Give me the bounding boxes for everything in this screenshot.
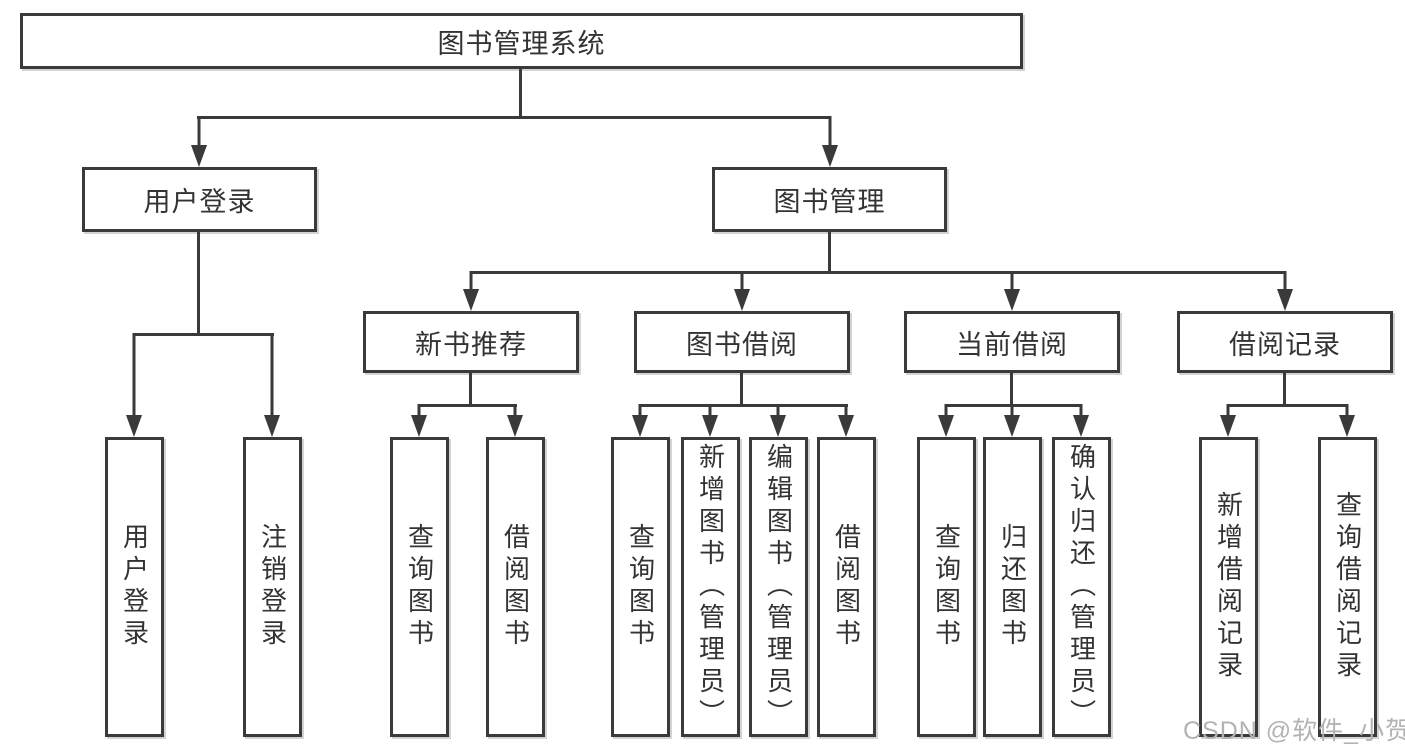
leaf-label: 查询图书 bbox=[625, 523, 656, 651]
connector-vline bbox=[828, 232, 831, 273]
leaf-query-book-2: 查询图书 bbox=[611, 437, 670, 737]
node-label: 图书管理系统 bbox=[437, 28, 606, 59]
node-library-management-system: 图书管理系统 bbox=[20, 13, 1023, 69]
connector-arrow-down bbox=[770, 404, 786, 437]
connector-arrow-down bbox=[264, 333, 280, 437]
node-user-login: 用户登录 bbox=[82, 167, 317, 232]
connector-vline bbox=[1283, 373, 1286, 406]
node-new-book-recommend: 新书推荐 bbox=[363, 311, 579, 373]
leaf-add-borrow-record: 新增借阅记录 bbox=[1199, 437, 1258, 737]
node-current-borrow: 当前借阅 bbox=[904, 311, 1120, 373]
connector-arrow-down bbox=[838, 404, 854, 437]
leaf-borrow-book-1: 借阅图书 bbox=[486, 437, 545, 737]
leaf-edit-book-admin: 编辑图书（管理员） bbox=[749, 437, 808, 737]
connector-arrow-down bbox=[507, 404, 523, 437]
connector-hline bbox=[418, 404, 517, 407]
leaf-add-book-admin: 新增图书（管理员） bbox=[681, 437, 740, 737]
connector-arrow-down bbox=[702, 404, 718, 437]
connector-vline bbox=[469, 373, 472, 406]
connector-arrow-down bbox=[411, 404, 427, 437]
connector-hline bbox=[945, 404, 1082, 407]
leaf-confirm-return-admin: 确认归还（管理员） bbox=[1052, 437, 1111, 737]
connector-arrow-down bbox=[822, 116, 838, 167]
connector-arrow-down bbox=[463, 271, 479, 311]
connector-arrow-down bbox=[1004, 404, 1020, 437]
connector-hline bbox=[1227, 404, 1348, 407]
leaf-label: 借阅图书 bbox=[500, 523, 531, 651]
connector-hline bbox=[470, 271, 1286, 274]
connector-arrow-down bbox=[632, 404, 648, 437]
csdn-watermark: CSDN @软件_小贺同学 bbox=[1183, 717, 1405, 745]
leaf-return-book: 归还图书 bbox=[983, 437, 1042, 737]
node-label: 用户登录 bbox=[143, 187, 256, 217]
connector-arrow-down bbox=[1004, 271, 1020, 311]
node-label: 图书管理 bbox=[773, 187, 886, 217]
leaf-query-book-1: 查询图书 bbox=[390, 437, 449, 737]
connector-hline bbox=[133, 333, 274, 336]
node-book-borrow: 图书借阅 bbox=[634, 311, 850, 373]
leaf-user-login: 用户登录 bbox=[105, 437, 164, 737]
node-book-management: 图书管理 bbox=[712, 167, 947, 232]
connector-arrow-down bbox=[126, 333, 142, 437]
connector-vline bbox=[740, 373, 743, 406]
leaf-label: 归还图书 bbox=[997, 523, 1028, 651]
node-label: 图书借阅 bbox=[686, 329, 798, 360]
connector-arrow-down bbox=[938, 404, 954, 437]
connector-vline bbox=[197, 232, 200, 335]
node-label: 借阅记录 bbox=[1229, 329, 1341, 360]
leaf-label: 查询图书 bbox=[404, 523, 435, 651]
connector-arrow-down bbox=[734, 271, 750, 311]
connector-vline bbox=[519, 69, 522, 118]
node-borrow-record: 借阅记录 bbox=[1177, 311, 1393, 373]
leaf-query-borrow-record: 查询借阅记录 bbox=[1318, 437, 1377, 737]
leaf-query-book-3: 查询图书 bbox=[917, 437, 976, 737]
node-label: 新书推荐 bbox=[415, 329, 527, 360]
connector-arrow-down bbox=[191, 116, 207, 167]
connector-hline bbox=[197, 116, 831, 119]
leaf-borrow-book-2: 借阅图书 bbox=[817, 437, 876, 737]
connector-hline bbox=[639, 404, 848, 407]
connector-vline bbox=[1010, 373, 1013, 406]
connector-arrow-down bbox=[1073, 404, 1089, 437]
leaf-label: 借阅图书 bbox=[831, 523, 862, 651]
leaf-label: 新增图书（管理员） bbox=[695, 443, 726, 731]
connector-arrow-down bbox=[1277, 271, 1293, 311]
leaf-label: 确认归还（管理员） bbox=[1066, 443, 1097, 731]
connector-arrow-down bbox=[1339, 404, 1355, 437]
leaf-label: 编辑图书（管理员） bbox=[763, 443, 794, 731]
leaf-logout: 注销登录 bbox=[243, 437, 302, 737]
leaf-label: 用户登录 bbox=[119, 523, 150, 651]
leaf-label: 查询图书 bbox=[931, 523, 962, 651]
leaf-label: 新增借阅记录 bbox=[1213, 491, 1244, 683]
connector-arrow-down bbox=[1220, 404, 1236, 437]
leaf-label: 注销登录 bbox=[257, 523, 288, 651]
node-label: 当前借阅 bbox=[956, 329, 1068, 360]
leaf-label: 查询借阅记录 bbox=[1332, 491, 1363, 683]
